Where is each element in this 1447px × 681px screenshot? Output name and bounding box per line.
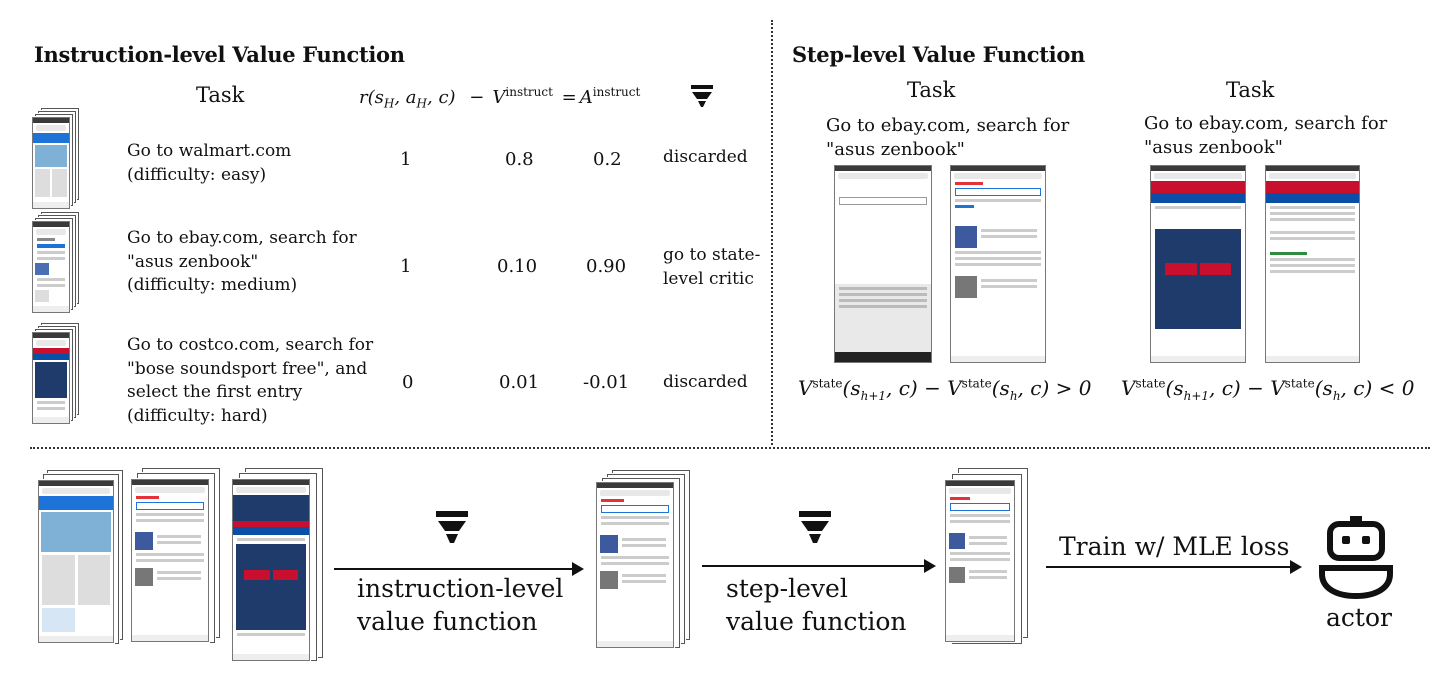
actor-label: actor xyxy=(1326,603,1392,632)
train-label: Train w/ MLE loss xyxy=(1059,532,1290,561)
arrow-train xyxy=(1046,560,1302,574)
filter-icon xyxy=(799,511,831,543)
phone-screenshot xyxy=(232,479,310,661)
step-formula-negative: Vstate(sh+1, c) − Vstate(sh, c) < 0 xyxy=(1121,376,1415,403)
row1-v: 0.8 xyxy=(505,149,534,170)
instruction-level-title: Instruction-level Value Function xyxy=(34,42,405,67)
phone-screenshot xyxy=(1265,165,1360,363)
row1-a: 0.2 xyxy=(593,149,622,170)
step-level-title: Step-level Value Function xyxy=(792,42,1086,67)
row1-task: Go to walmart.com (difficulty: easy) xyxy=(127,141,292,185)
instruction-formula: r(sH, aH, c) −Vinstruct =Ainstruct xyxy=(359,85,641,111)
arrow-step-filter xyxy=(702,559,936,573)
right-task-header-right: Task xyxy=(1226,78,1275,102)
row1-outcome: discarded xyxy=(663,147,748,167)
phone-screenshot xyxy=(834,165,932,363)
row3-v: 0.01 xyxy=(499,372,540,393)
phone-screenshot xyxy=(131,479,209,642)
row3-r: 0 xyxy=(402,372,414,393)
phone-screenshot xyxy=(1150,165,1246,363)
right-task-header-left: Task xyxy=(907,78,956,102)
phone-screenshot xyxy=(945,480,1015,642)
right-task-right: Go to ebay.com, search for "asus zenbook… xyxy=(1144,113,1388,158)
horizontal-divider xyxy=(30,447,1430,449)
filter-icon xyxy=(691,85,713,107)
phone-screenshot xyxy=(32,117,70,209)
right-task-left: Go to ebay.com, search for "asus zenbook… xyxy=(826,115,1070,160)
phone-screenshot xyxy=(32,332,70,424)
row3-task: Go to costco.com, search for "bose sound… xyxy=(127,335,374,426)
robot-icon xyxy=(1319,516,1393,600)
row2-r: 1 xyxy=(400,256,412,277)
row2-task: Go to ebay.com, search for "asus zenbook… xyxy=(127,228,357,295)
filter-icon xyxy=(436,511,468,543)
row3-outcome: discarded xyxy=(663,372,748,392)
phone-screenshot xyxy=(32,221,70,313)
task-header: Task xyxy=(196,83,245,107)
row2-a: 0.90 xyxy=(586,256,627,277)
step1-label: instruction-level value function xyxy=(357,574,564,636)
vertical-divider xyxy=(771,20,773,445)
phone-screenshot xyxy=(950,165,1046,363)
step2-label: step-level value function xyxy=(726,574,907,636)
row1-r: 1 xyxy=(400,149,412,170)
row3-a: -0.01 xyxy=(583,372,630,393)
arrow-instruction-filter xyxy=(334,562,584,576)
phone-screenshot xyxy=(38,480,114,643)
phone-screenshot xyxy=(596,482,674,648)
step-formula-positive: Vstate(sh+1, c) − Vstate(sh, c) > 0 xyxy=(798,376,1092,403)
row2-v: 0.10 xyxy=(497,256,538,277)
row2-outcome: go to state- level critic xyxy=(663,245,761,289)
